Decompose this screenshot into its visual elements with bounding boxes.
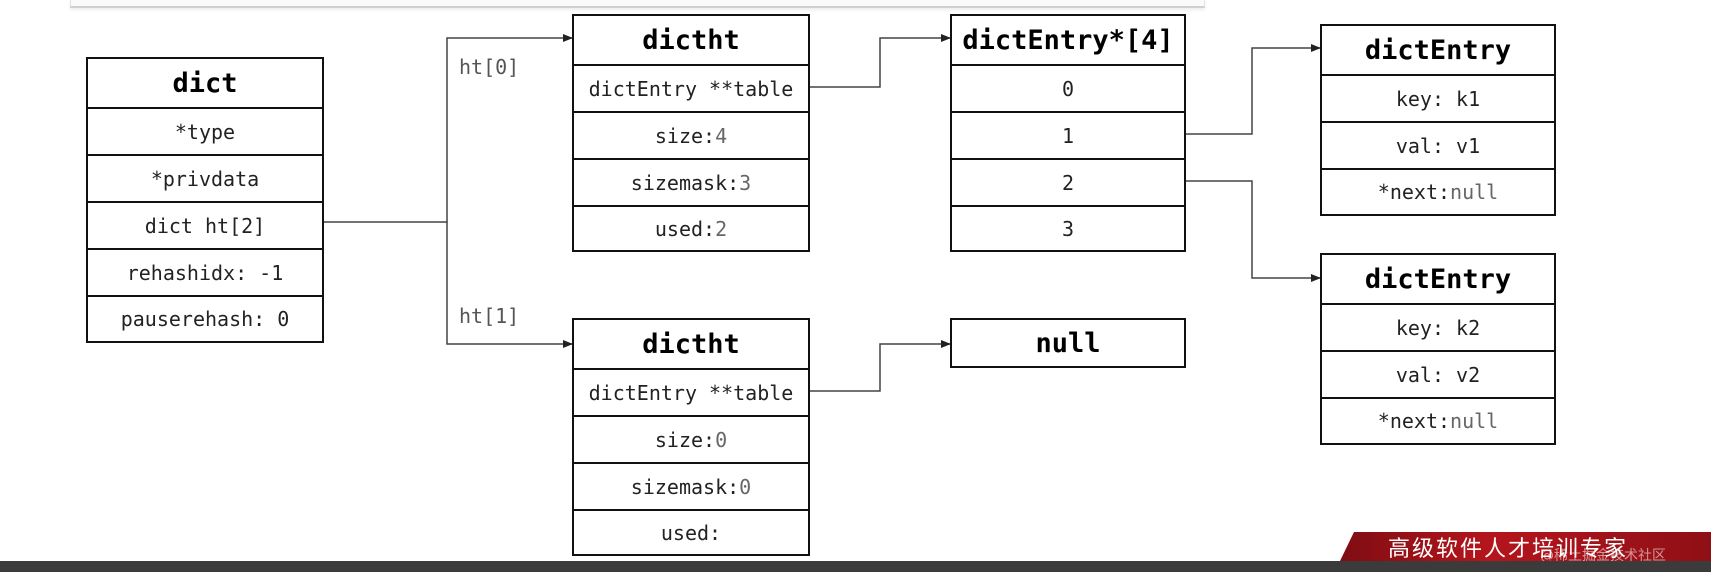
dictht-0-title: dictht <box>642 24 740 56</box>
dictht-0-table: dictEntry **table <box>574 64 808 111</box>
dict-field-ht: dict ht[2] <box>88 201 322 248</box>
entry-array-slot-2: 2 <box>952 158 1184 205</box>
dict-field-rehashidx: rehashidx: -1 <box>88 248 322 295</box>
edge-label-ht0: ht[0] <box>459 55 520 79</box>
entry-array-title: dictEntry*[4] <box>962 24 1174 56</box>
dictht-1-size: size: 0 <box>574 415 808 462</box>
dict-entry-1-key: key: k1 <box>1322 74 1554 121</box>
dictht-0-size: size: 4 <box>574 111 808 158</box>
null-title: null <box>1035 327 1101 359</box>
edge-dict-ht0 <box>324 34 573 223</box>
null-box: null <box>950 318 1186 368</box>
dict-entry-1-val: val: v1 <box>1322 121 1554 168</box>
dict-entry-2-next: *next: null <box>1322 397 1554 443</box>
entry-array-slot-1: 1 <box>952 111 1184 158</box>
edge-ht0-array <box>810 34 951 88</box>
dictht-1-table: dictEntry **table <box>574 368 808 415</box>
dict-field-type: *type <box>88 107 322 154</box>
edge-slot2-entry2 <box>1184 180 1321 282</box>
dict-entry-2-key: key: k2 <box>1322 303 1554 350</box>
dict-entry-1-title: dictEntry <box>1364 34 1512 66</box>
footer-banner: 高级软件人才培训专家 <box>1340 532 1711 561</box>
edge-slot1-entry1 <box>1184 44 1321 135</box>
edge-label-ht1: ht[1] <box>459 304 520 328</box>
dict-struct: dict *type *privdata dict ht[2] rehashid… <box>86 57 324 343</box>
entry-array-slot-0: 0 <box>952 64 1184 111</box>
dict-entry-1-next: *next: null <box>1322 168 1554 214</box>
dict-entry-2: dictEntry key: k2 val: v2 *next: null <box>1320 253 1556 445</box>
footer-bar <box>0 561 1711 572</box>
edge-dict-ht1 <box>446 222 573 348</box>
top-panel-edge <box>70 0 1205 8</box>
entry-array-slot-3: 3 <box>952 205 1184 251</box>
dictht-1: dictht dictEntry **table size: 0 sizemas… <box>572 318 810 556</box>
dictht-1-sizemask: sizemask: 0 <box>574 462 808 509</box>
dict-field-privdata: *privdata <box>88 154 322 201</box>
dict-entry-1: dictEntry key: k1 val: v1 *next: null <box>1320 24 1556 216</box>
dictht-1-used: used: <box>574 509 808 555</box>
dict-entry-2-title: dictEntry <box>1364 263 1512 295</box>
entry-array: dictEntry*[4] 0 1 2 3 <box>950 14 1186 252</box>
dict-field-pauserehash: pauserehash: 0 <box>88 295 322 341</box>
dictht-1-title: dictht <box>642 328 740 360</box>
dictht-0: dictht dictEntry **table size: 4 sizemas… <box>572 14 810 252</box>
dict-entry-2-val: val: v2 <box>1322 350 1554 397</box>
dict-title: dict <box>172 67 238 99</box>
dictht-0-used: used: 2 <box>574 205 808 251</box>
dictht-0-sizemask: sizemask: 3 <box>574 158 808 205</box>
watermark: @稀土掘金技术社区 <box>1540 548 1666 564</box>
edge-ht1-null <box>810 340 951 392</box>
